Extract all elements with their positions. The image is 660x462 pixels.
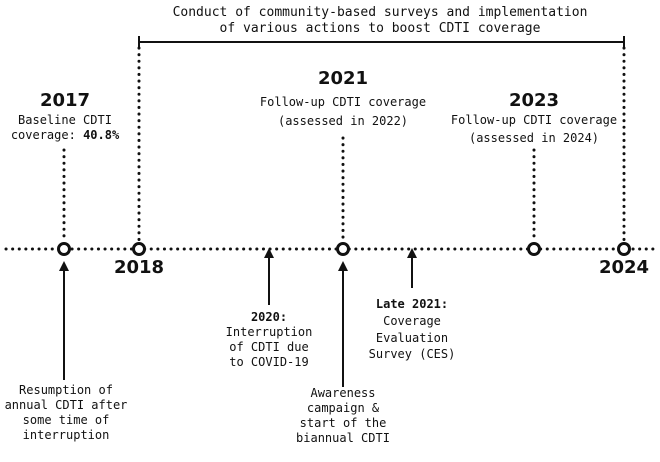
event-awareness: Awareness campaign & start of the biannu… <box>283 386 403 446</box>
year-label-2017: 2017 <box>39 90 91 111</box>
event-late-2021-ces: Late 2021: Coverage Evaluation Survey (C… <box>357 296 467 363</box>
event-2023-line-2: (assessed in 2024) <box>468 130 600 145</box>
year-label-2021: 2021 <box>317 68 369 89</box>
banner-line-2: of various actions to boost CDTI coverag… <box>219 21 541 37</box>
milestone-2023 <box>527 242 541 256</box>
banner-text: Conduct of community-based surveys and i… <box>130 5 630 38</box>
milestone-2024 <box>617 242 631 256</box>
event-2020-covid: 2020: Interruption of CDTI due to COVID-… <box>214 310 324 370</box>
event-late-2021-line-3: Survey (CES) <box>368 347 456 362</box>
milestone-2018 <box>132 242 146 256</box>
event-late-2021-line-2: Evaluation <box>375 330 449 345</box>
event-awareness-line-4: biannual CDTI <box>296 431 390 445</box>
event-2023: 2023 Follow-up CDTI coverage (assessed i… <box>444 90 624 146</box>
event-resumption: Resumption of annual CDTI after some tim… <box>0 383 132 443</box>
milestone-2017 <box>57 242 71 256</box>
year-label-2023: 2023 <box>508 90 560 111</box>
event-awareness-line-1: Awareness <box>310 386 376 400</box>
coverage-prefix: coverage: <box>10 127 84 142</box>
event-2020-title: 2020: <box>250 310 288 324</box>
banner-line-1: Conduct of community-based surveys and i… <box>172 5 588 20</box>
event-2021-line-1: Follow-up CDTI coverage <box>259 94 427 109</box>
event-2020-line-1: Interruption <box>225 325 313 339</box>
event-awareness-line-2: campaign & <box>306 401 380 415</box>
event-2020-line-2: of CDTI due <box>229 340 309 354</box>
event-2017-line-1: Baseline CDTI <box>18 112 112 127</box>
event-2021: 2021 Follow-up CDTI coverage (assessed i… <box>243 68 443 129</box>
event-2023-line-1: Follow-up CDTI coverage <box>450 112 618 127</box>
event-late-2021-line-1: Coverage <box>383 313 441 328</box>
event-2020-line-3: to COVID-19 <box>229 355 309 369</box>
event-resumption-line-4: interruption <box>22 428 110 442</box>
event-resumption-line-3: some time of <box>22 413 110 427</box>
event-resumption-line-1: Resumption of <box>19 383 113 397</box>
event-2017: 2017 Baseline CDTI coverage: 40.8% <box>0 90 130 143</box>
baseline-coverage-value: 40.8% <box>83 127 120 142</box>
milestone-2021 <box>336 242 350 256</box>
event-awareness-line-3: start of the <box>299 416 387 430</box>
event-resumption-line-2: annual CDTI after <box>4 398 128 412</box>
event-2017-line-2: coverage: 40.8% <box>0 128 130 143</box>
axis-label-2018: 2018 <box>113 257 165 278</box>
axis-label-2024: 2024 <box>598 257 650 278</box>
event-2021-line-2: (assessed in 2022) <box>277 113 409 128</box>
event-late-2021-title: Late 2021: <box>375 297 449 311</box>
